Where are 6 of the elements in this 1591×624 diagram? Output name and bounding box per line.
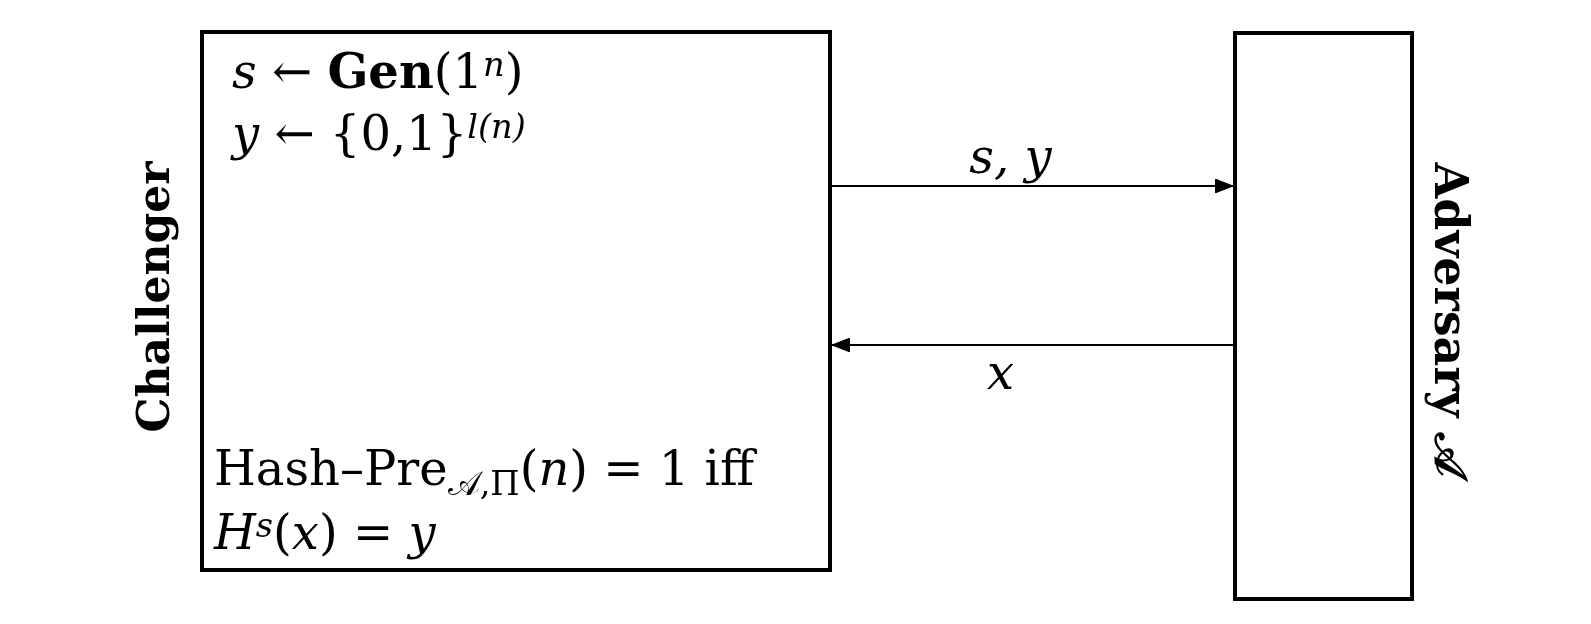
arrow bbox=[831, 337, 1234, 353]
formula-text: s ← Gen(1$^{n}$) bbox=[232, 43, 524, 99]
formula-text: y ← {0,1}$^{l(n)}$ bbox=[232, 105, 526, 161]
formula-text: Hash–Pre$_{𝒜,Π}$(n) = 1 iff H$^{s}$(x) = y bbox=[214, 436, 814, 564]
edge-label: x bbox=[986, 348, 1015, 396]
arrow bbox=[831, 178, 1234, 194]
